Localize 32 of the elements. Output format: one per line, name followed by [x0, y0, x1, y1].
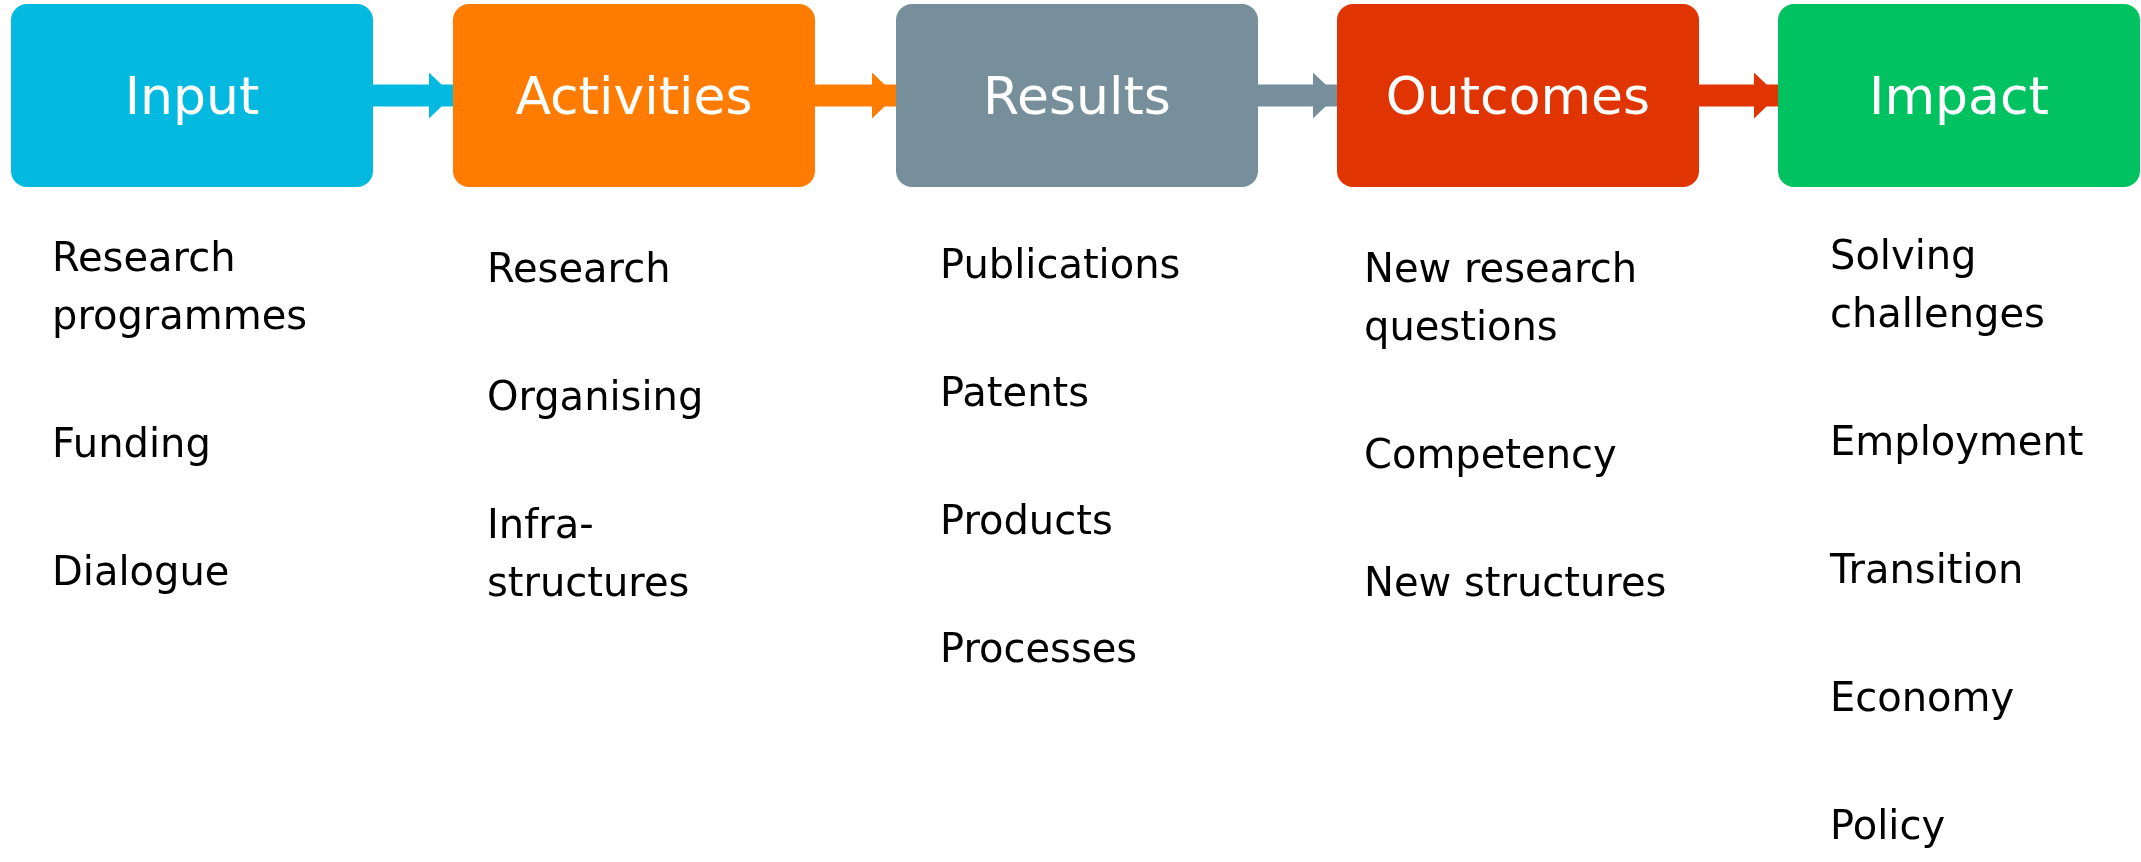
- stage-title: Activities: [515, 65, 753, 126]
- stage-title: Impact: [1869, 65, 2049, 126]
- list-item: Transition: [1830, 545, 2025, 594]
- list-item: Dialogue: [52, 547, 231, 596]
- stage-box: [1337, 4, 1699, 187]
- stage-title: Results: [983, 65, 1171, 126]
- list-item: Research programmes: [52, 233, 309, 340]
- list-item: Products: [940, 496, 1114, 545]
- stage-title: Outcomes: [1385, 65, 1651, 126]
- arrow: [373, 72, 453, 119]
- list-item: Infra- structures: [487, 500, 691, 607]
- stage-box: [453, 4, 815, 187]
- list-item: Solving challenges: [1830, 231, 2046, 338]
- arrow: [815, 72, 896, 119]
- list-item: Funding: [52, 419, 212, 468]
- stage-box: [1778, 4, 2140, 187]
- arrow: [1258, 72, 1337, 119]
- stage-box: [896, 4, 1258, 187]
- list-item: Research: [487, 244, 672, 293]
- list-item: Patents: [940, 368, 1090, 417]
- list-item: Policy: [1830, 801, 1947, 850]
- stage-box: [11, 4, 373, 187]
- list-item: Employment: [1830, 417, 2085, 466]
- list-item: New structures: [1364, 558, 1668, 607]
- list-item: Publications: [940, 240, 1182, 289]
- list-item: Economy: [1830, 673, 2016, 722]
- list-item: Organising: [487, 372, 705, 421]
- list-item: Competency: [1364, 430, 1618, 479]
- stage-title: Input: [124, 65, 260, 126]
- list-item: New research questions: [1364, 244, 1638, 351]
- list-item: Processes: [940, 624, 1139, 673]
- arrow: [1699, 72, 1778, 119]
